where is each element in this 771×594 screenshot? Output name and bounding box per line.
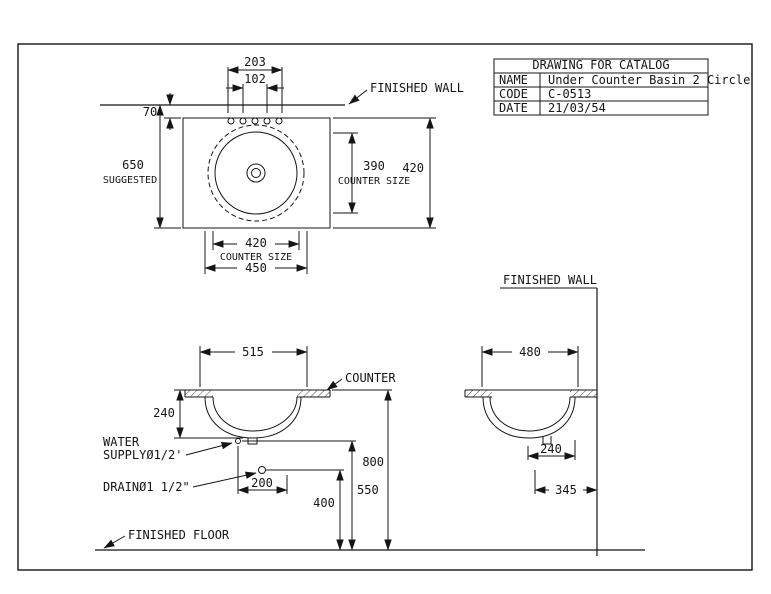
dim-102-text: 102 xyxy=(244,72,266,86)
plan-faucet-holes xyxy=(227,117,283,125)
title-row-code-value: C-0513 xyxy=(548,87,591,101)
drain-callout: DRAINØ1 1/2" xyxy=(103,466,266,494)
front-view: 515 COUNTER xyxy=(95,345,645,551)
side-finished-wall-label: FINISHED WALL xyxy=(503,273,597,287)
basin-rim-dashed-circle xyxy=(207,124,305,222)
dim-515: 515 xyxy=(199,345,308,387)
plan-basin-circles xyxy=(207,124,305,222)
side-counter-section xyxy=(464,389,597,398)
dim-70: 70 xyxy=(143,93,181,130)
front-dim-240: 240 xyxy=(153,389,243,439)
title-block-grid xyxy=(493,58,709,116)
front-counter-callout: COUNTER xyxy=(326,371,396,391)
counter-size-label-horizontal: COUNTER SIZE xyxy=(220,252,292,263)
dim-345-text: 345 xyxy=(555,483,577,497)
title-row-name-label: NAME xyxy=(499,73,528,87)
plan-counter-outline xyxy=(182,117,331,229)
drain-label: DRAINØ1 1/2" xyxy=(103,480,190,494)
side-basin-bowl xyxy=(482,396,576,445)
side-view: FINISHED WALL 480 xyxy=(464,273,598,556)
side-dim-240: 240 xyxy=(527,440,576,460)
finished-wall-label: FINISHED WALL xyxy=(370,81,464,95)
dim-203: 203 xyxy=(227,55,283,113)
finished-floor-label: FINISHED FLOOR xyxy=(128,528,230,542)
counter-label: COUNTER xyxy=(345,371,396,385)
dim-400: 400 xyxy=(266,469,344,551)
dim-420-right-text: 420 xyxy=(402,161,424,175)
drain-inner-circle xyxy=(251,168,261,178)
dim-480: 480 xyxy=(481,345,579,387)
dim-420-right: 420 xyxy=(333,117,436,229)
title-row-code-label: CODE xyxy=(499,87,528,101)
side-finished-wall-callout: FINISHED WALL xyxy=(500,273,598,556)
plan-finished-wall-callout: FINISHED WALL xyxy=(348,81,464,105)
dim-70-text: 70 xyxy=(143,105,157,119)
counter-size-label-vertical: COUNTER SIZE xyxy=(338,176,410,187)
front-dim-240-text: 240 xyxy=(153,406,175,420)
drain-outer-circle xyxy=(246,163,266,183)
drain-symbol xyxy=(258,466,266,474)
side-drain-stub xyxy=(542,436,552,445)
dim-400-text: 400 xyxy=(313,496,335,510)
side-dim-240-text: 240 xyxy=(540,442,562,456)
dim-650: 650 SUGGESTED xyxy=(103,104,181,229)
dim-390-text: 390 xyxy=(363,159,385,173)
dim-800: 800 xyxy=(332,389,392,551)
dim-200-text: 200 xyxy=(251,476,273,490)
dim-450-text: 450 xyxy=(245,261,267,275)
basin-bowl-circle xyxy=(214,131,298,215)
dim-800-text: 800 xyxy=(362,455,384,469)
dim-550-text: 550 xyxy=(357,483,379,497)
suggested-label: SUGGESTED xyxy=(103,175,157,186)
dim-345: 345 xyxy=(534,470,598,497)
title-row-date-value: 21/03/54 xyxy=(548,101,606,115)
plan-view: FINISHED WALL 203 xyxy=(100,55,464,275)
dim-550: 550 xyxy=(242,440,379,551)
dim-420-bottom-text: 420 xyxy=(245,236,267,250)
sheet-border xyxy=(17,43,753,571)
front-counter-section xyxy=(184,389,331,398)
dim-420-bottom: 420 COUNTER SIZE xyxy=(212,231,300,263)
title-row-date-label: DATE xyxy=(499,101,528,115)
finished-floor-callout: FINISHED FLOOR xyxy=(103,528,230,549)
dim-650-text: 650 xyxy=(122,158,144,172)
title-row-name-value: Under Counter Basin 2 Circle xyxy=(548,73,750,87)
water-supply-symbol xyxy=(235,438,241,444)
title-block-header: DRAWING FOR CATALOG xyxy=(532,58,669,72)
title-block: DRAWING FOR CATALOG NAME Under Counter B… xyxy=(493,58,750,116)
dim-200: 200 xyxy=(237,446,288,494)
water-supply-label-line2: SUPPLYØ1/2' xyxy=(103,448,182,462)
dim-102: 102 xyxy=(226,72,284,113)
dim-450: 450 xyxy=(204,231,308,275)
dim-203-text: 203 xyxy=(244,55,266,69)
water-supply-callout: WATER SUPPLYØ1/2' xyxy=(103,435,241,462)
dim-390: 390 COUNTER SIZE xyxy=(333,132,410,214)
dim-480-text: 480 xyxy=(519,345,541,359)
front-basin-bowl xyxy=(204,396,302,445)
dim-515-text: 515 xyxy=(242,345,264,359)
water-supply-label-line1: WATER xyxy=(103,435,140,449)
